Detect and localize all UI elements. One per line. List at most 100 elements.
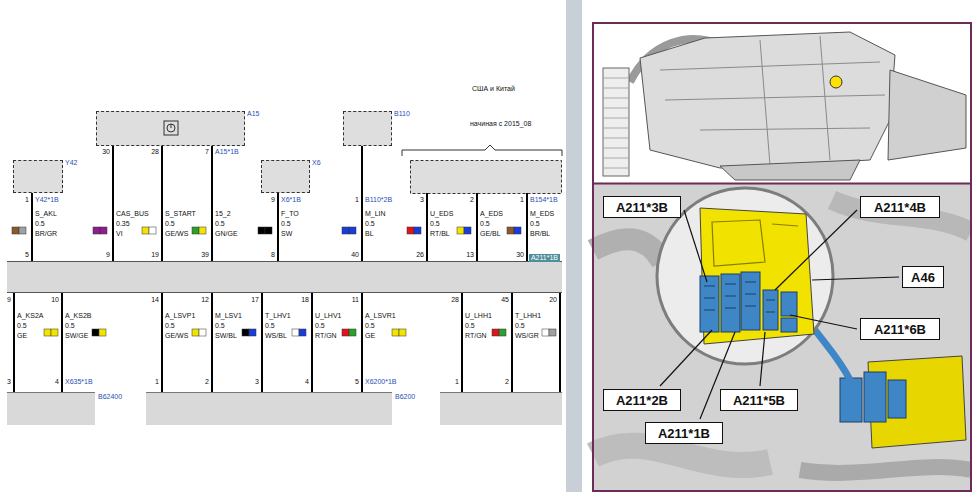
wire	[31, 193, 33, 261]
leader-line	[684, 210, 707, 282]
leader-line	[760, 332, 765, 386]
plug	[741, 272, 760, 330]
swatch	[192, 329, 199, 336]
module-symbol	[171, 124, 172, 128]
wire	[61, 293, 63, 392]
wire-label: 7	[205, 148, 209, 156]
wire-label: 3	[420, 196, 424, 204]
bracket	[402, 145, 562, 156]
wire-label: 14	[151, 296, 159, 304]
swatch	[99, 329, 106, 336]
callout-label: A211*2B	[616, 393, 668, 408]
wire-label: 0.5	[430, 220, 440, 228]
plug	[700, 276, 719, 332]
wire-label: 12	[201, 296, 209, 304]
swatch	[93, 227, 100, 234]
swatch	[542, 329, 549, 336]
wire-label: 0.5	[530, 220, 540, 228]
swatch	[499, 329, 506, 336]
wire-label: 2	[470, 196, 474, 204]
wire-label: U_EDS	[430, 210, 453, 218]
signal-name: 15_2	[215, 210, 231, 218]
connector-id: X6*1B	[281, 196, 301, 204]
component-id: Y42	[65, 159, 77, 167]
callout-label: A211*1B	[658, 426, 710, 441]
connector-id: X6200*1B	[365, 378, 397, 386]
wire-label: 19	[151, 251, 159, 259]
wire-label: 8	[271, 251, 275, 259]
wire-label: 9	[7, 296, 11, 304]
wire-label: 4	[55, 378, 59, 386]
wire	[211, 293, 213, 392]
wire-label: 40	[351, 251, 359, 259]
swatch	[19, 227, 26, 234]
engine-block	[640, 32, 895, 168]
plug	[864, 372, 886, 422]
wire-label: 0.5	[165, 322, 175, 330]
signal-name: A_KS2B	[65, 312, 91, 320]
wire-label: SW/GE	[65, 332, 88, 340]
plug	[781, 292, 797, 316]
wire-label: 30	[102, 148, 110, 156]
wire-label: 5	[25, 251, 29, 259]
swatch	[242, 329, 249, 336]
wire-label: 3	[255, 378, 259, 386]
box-edge	[440, 392, 562, 393]
swatch	[299, 329, 306, 336]
wire-label: 30	[516, 251, 524, 259]
panel-frame	[593, 183, 971, 185]
wire	[361, 293, 363, 392]
wire-label: 0.5	[465, 322, 475, 330]
plug	[840, 378, 862, 422]
wire-label: 26	[416, 251, 424, 259]
plug	[763, 290, 778, 330]
module-symbol	[164, 121, 178, 135]
photo-ground	[593, 23, 971, 183]
wire-label: BR/GR	[35, 230, 57, 238]
signal-name: T_LHV1	[265, 312, 291, 320]
signal-name: A_LSVP1	[165, 312, 195, 320]
panel-divider	[566, 0, 582, 492]
engine-detail	[660, 36, 885, 165]
leader-line	[775, 210, 857, 290]
swatch	[44, 329, 51, 336]
wire	[261, 293, 263, 392]
wire-label: 9	[271, 196, 275, 204]
wire-label: BL	[365, 230, 374, 238]
swatch	[464, 227, 471, 234]
wire-label: 0.5	[17, 322, 27, 330]
swatch	[12, 227, 19, 234]
component-box: B110	[343, 111, 392, 146]
wire-label: RT/GN	[315, 332, 337, 340]
connector-id: A211*1B	[529, 254, 560, 262]
leader-line	[812, 277, 899, 280]
wire-label: GE	[17, 332, 27, 340]
wire	[559, 293, 561, 392]
wire-label: GE/BL	[480, 230, 501, 238]
callout-box: A46	[902, 266, 944, 288]
wire-label: WS/BL	[265, 332, 287, 340]
wire-label: 0.5	[480, 220, 490, 228]
wire-label: WS/GR	[515, 332, 539, 340]
wire	[13, 293, 15, 392]
swatch	[407, 227, 414, 234]
plug	[888, 380, 906, 418]
module-box	[411, 161, 562, 194]
pipe	[593, 446, 770, 465]
connector-band: A211*1B	[7, 261, 562, 293]
wire-label: GN/GE	[215, 230, 238, 238]
leader-line	[660, 330, 712, 386]
cable	[812, 326, 850, 380]
swatch	[92, 329, 99, 336]
panel-frame	[593, 23, 971, 491]
wire-label: 0.35	[116, 220, 130, 228]
photo-ground	[593, 184, 971, 491]
swatch	[342, 227, 349, 234]
wire-label: A_EDS	[480, 210, 503, 218]
component-id: B62400	[98, 393, 122, 401]
control-unit	[700, 208, 814, 344]
engine-closeup	[593, 188, 971, 473]
pipe	[800, 467, 971, 473]
